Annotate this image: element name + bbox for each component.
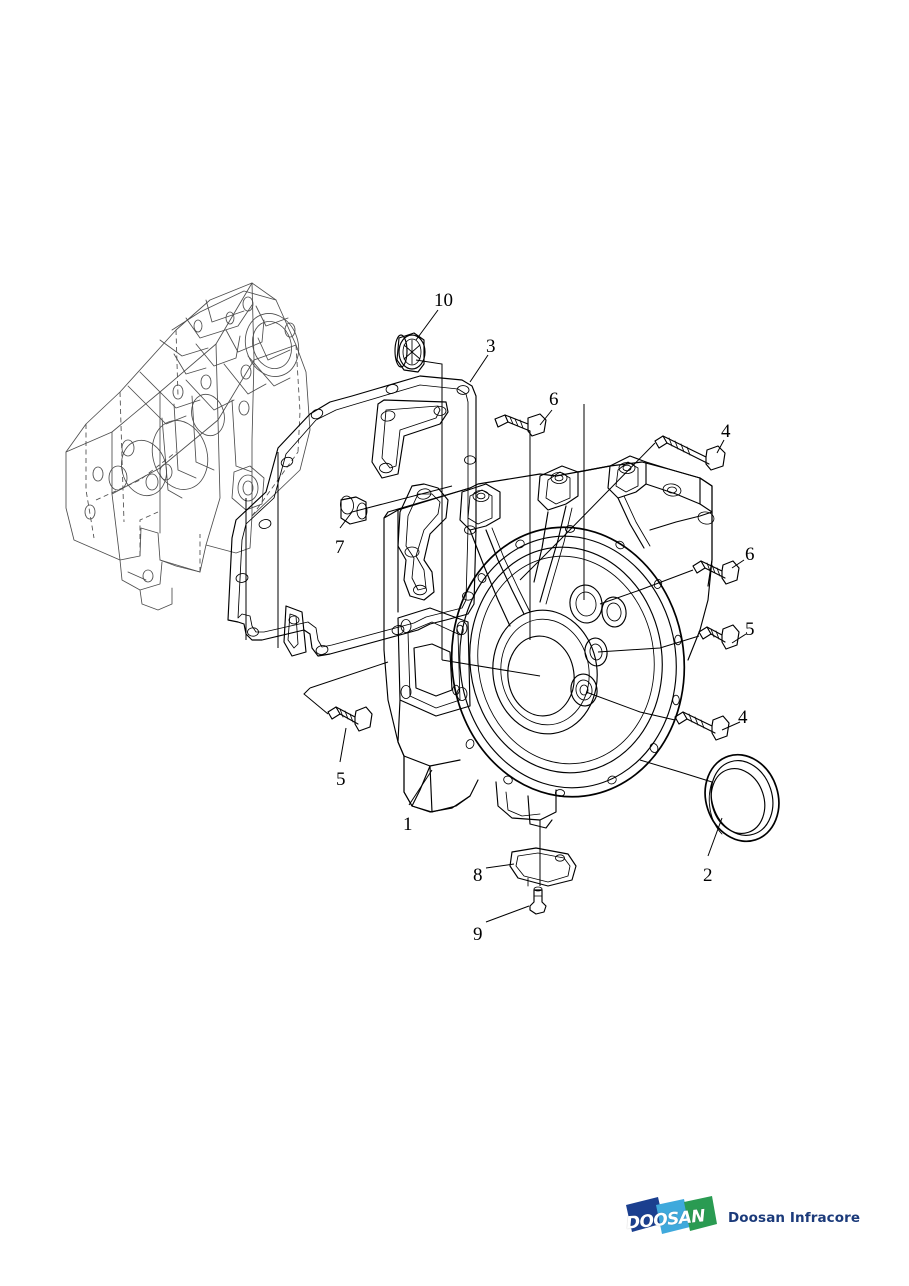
part-bushing-plug (394, 332, 426, 373)
company-name: Doosan Infracore (728, 1210, 861, 1226)
logo-block-dark-blue (626, 1197, 664, 1232)
part-housing-gasket (227, 375, 477, 657)
part-plug-screw (529, 886, 547, 915)
part-bolt-4-upper (654, 435, 726, 471)
part-bolt-6-right (692, 560, 740, 585)
callout-6-upper: 6 (549, 389, 559, 410)
part-bolt-5-right (698, 624, 740, 650)
callout-1: 1 (403, 814, 413, 835)
callout-8: 8 (473, 865, 483, 886)
callout-2: 2 (703, 865, 713, 886)
callout-5-right: 5 (745, 619, 755, 640)
part-cover-plate (509, 847, 577, 887)
callout-7: 7 (335, 537, 345, 558)
callout-5-left: 5 (336, 769, 346, 790)
logo-block-light-blue (656, 1199, 690, 1234)
callout-4-lower: 4 (738, 707, 748, 728)
callout-10: 10 (434, 290, 453, 311)
part-oil-seal-ring (704, 753, 780, 843)
part-bolt-4-lower (674, 711, 730, 741)
doosan-logo: DOOSAN Doosan Infracore (622, 1192, 860, 1244)
part-bolt-5-left (327, 706, 373, 732)
part-flywheel-housing (383, 455, 715, 829)
part-bolt-6-upper (494, 413, 547, 437)
doosan-logo-mark: DOOSAN (622, 1193, 718, 1243)
logo-block-green (684, 1196, 717, 1231)
leader-lines (245, 309, 747, 923)
callout-6-right: 6 (745, 544, 755, 565)
callout-9: 9 (473, 924, 483, 945)
callout-4-upper: 4 (721, 421, 731, 442)
callout-3: 3 (486, 336, 496, 357)
reference-engine-block (65, 282, 311, 611)
